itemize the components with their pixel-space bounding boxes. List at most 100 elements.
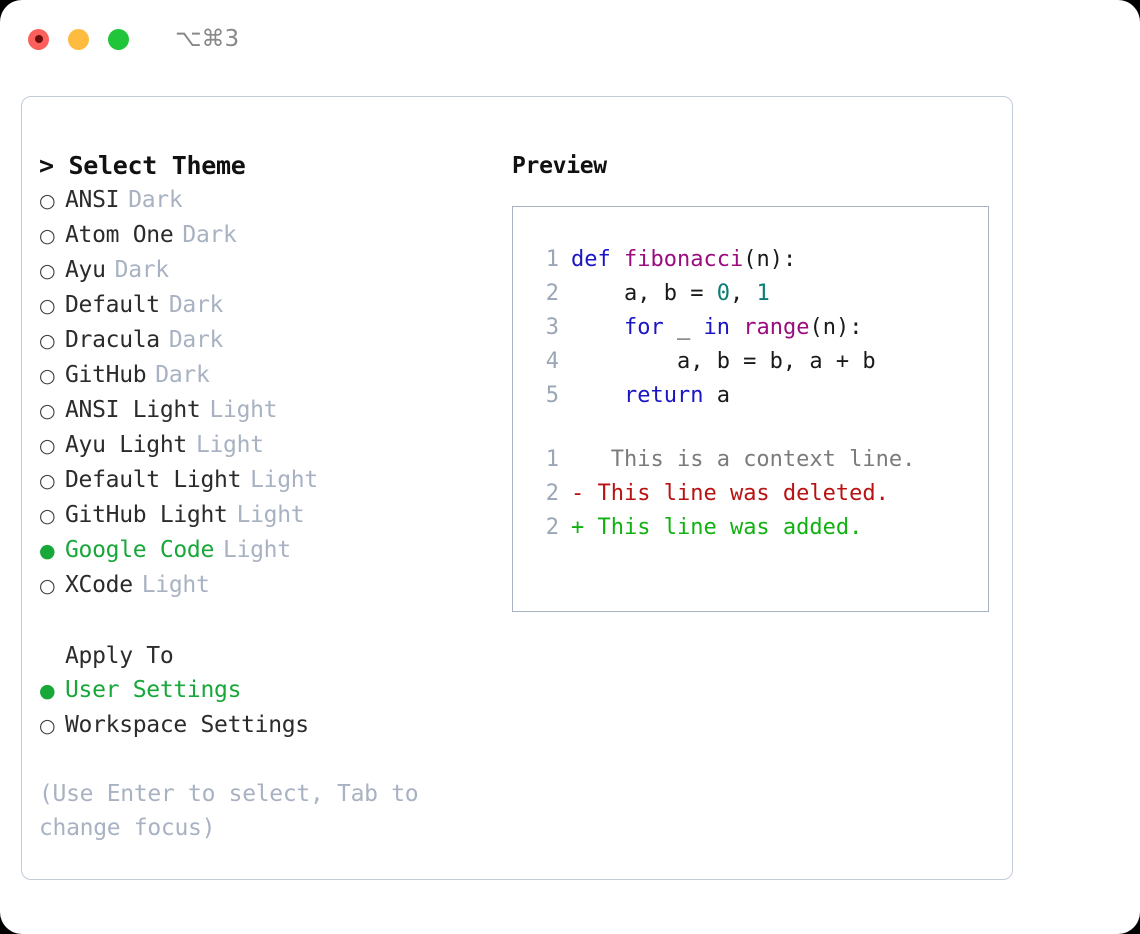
theme-name: Google Code bbox=[65, 537, 215, 563]
line-number: 2 bbox=[545, 515, 559, 540]
minimize-button-icon[interactable] bbox=[68, 28, 89, 50]
theme-name: ANSI bbox=[65, 187, 120, 213]
apply-to-option[interactable]: ○ Workspace Settings bbox=[39, 708, 492, 743]
preview-title: Preview bbox=[512, 153, 607, 179]
theme-variant-badge: Light bbox=[141, 572, 210, 598]
apply-to-list[interactable]: ●User Settings ○ Workspace Settings bbox=[39, 673, 492, 743]
theme-list-item[interactable]: ○ GitHub Dark bbox=[39, 358, 492, 393]
radio-unselected-icon: ○ bbox=[39, 435, 56, 457]
title-bar: ⌥⌘3 bbox=[0, 0, 1140, 78]
diff-text: This is a context line. bbox=[584, 447, 916, 472]
theme-variant-badge: Light bbox=[195, 432, 264, 458]
page-title: > Select Theme bbox=[39, 151, 246, 180]
radio-unselected-icon: ○ bbox=[39, 295, 56, 317]
code-token-pl bbox=[611, 247, 624, 272]
diff-line: 2 + This line was added. bbox=[525, 511, 988, 545]
code-line-content: def fibonacci(n): bbox=[571, 243, 796, 277]
code-token-pl bbox=[730, 315, 743, 340]
theme-list-item[interactable]: ○ Ayu Light Light bbox=[39, 428, 492, 463]
theme-name: Ayu Light bbox=[65, 432, 187, 458]
code-token-pl: (n): bbox=[809, 315, 863, 340]
maximize-button-icon[interactable] bbox=[108, 28, 129, 50]
diff-line: 1 This is a context line. bbox=[525, 443, 988, 477]
code-token-num: 0 bbox=[716, 281, 730, 306]
diff-sign bbox=[571, 443, 584, 477]
radio-unselected-icon: ○ bbox=[39, 470, 56, 492]
code-line-content: a, b = b, a + b bbox=[571, 345, 876, 379]
code-token-pl: (n): bbox=[743, 247, 797, 272]
keyboard-shortcut-label: ⌥⌘3 bbox=[175, 25, 240, 52]
theme-name: Dracula bbox=[65, 327, 160, 353]
code-token-pl bbox=[571, 315, 624, 340]
diff-text: This line was added. bbox=[584, 515, 863, 540]
line-number: 1 bbox=[545, 447, 559, 472]
code-token-num: 1 bbox=[756, 281, 770, 306]
radio-unselected-icon: ○ bbox=[39, 505, 56, 527]
theme-variant-badge: Dark bbox=[155, 362, 210, 388]
line-number: 3 bbox=[545, 315, 559, 340]
theme-variant-badge: Dark bbox=[182, 222, 237, 248]
code-token-kw: return bbox=[623, 383, 704, 408]
theme-variant-badge: Dark bbox=[168, 327, 224, 353]
code-token-pl: a, b = bbox=[571, 281, 717, 306]
theme-name: Atom One bbox=[65, 222, 174, 248]
radio-unselected-icon: ○ bbox=[39, 715, 56, 737]
radio-unselected-icon: ○ bbox=[39, 190, 56, 212]
theme-name: Default Light bbox=[65, 467, 242, 493]
line-number: 2 bbox=[545, 481, 559, 506]
theme-list-item[interactable]: ○ ANSI Dark bbox=[39, 183, 492, 218]
code-token-kw: for bbox=[623, 315, 664, 340]
apply-to-label: Workspace Settings bbox=[65, 712, 309, 738]
theme-list-item[interactable]: ○ GitHub Light Light bbox=[39, 498, 492, 533]
diff-sign: + bbox=[571, 515, 585, 540]
apply-to-heading: Apply To bbox=[65, 643, 174, 669]
radio-unselected-icon: ○ bbox=[39, 575, 56, 597]
radio-unselected-icon: ○ bbox=[39, 400, 56, 422]
theme-name: GitHub Light bbox=[65, 502, 228, 528]
radio-unselected-icon: ○ bbox=[39, 260, 56, 282]
theme-variant-badge: Dark bbox=[168, 292, 224, 318]
line-number: 5 bbox=[545, 383, 559, 408]
theme-variant-badge: Light bbox=[223, 537, 291, 563]
theme-name: GitHub bbox=[65, 362, 147, 388]
code-token-fn: range bbox=[743, 315, 810, 340]
line-number: 2 bbox=[545, 281, 559, 306]
theme-list-item[interactable]: ○ Default Dark bbox=[39, 288, 492, 323]
theme-variant-badge: Dark bbox=[128, 187, 183, 213]
radio-unselected-icon: ○ bbox=[39, 365, 56, 387]
code-line: 2 a, b = 0, 1 bbox=[525, 277, 988, 311]
theme-name: Default bbox=[65, 292, 160, 318]
code-line: 5 return a bbox=[525, 379, 988, 413]
theme-list-item[interactable]: ○ Atom One Dark bbox=[39, 218, 492, 253]
code-token-pl: , bbox=[729, 281, 757, 306]
line-number: 1 bbox=[545, 247, 559, 272]
code-token-pl bbox=[571, 383, 624, 408]
radio-unselected-icon: ○ bbox=[39, 225, 56, 247]
diff-line: 2- This line was deleted. bbox=[525, 477, 988, 511]
theme-variant-badge: Light bbox=[209, 397, 278, 423]
apply-to-option[interactable]: ●User Settings bbox=[39, 673, 492, 708]
theme-list-item[interactable]: ○ Default Light Light bbox=[39, 463, 492, 498]
close-button-icon[interactable] bbox=[28, 28, 49, 50]
theme-variant-badge: Light bbox=[236, 502, 305, 528]
theme-variant-badge: Light bbox=[250, 467, 318, 493]
line-number: 4 bbox=[545, 349, 559, 374]
keyboard-hint-text: (Use Enter to select, Tab to change focu… bbox=[39, 781, 419, 841]
code-line: 4 a, b = b, a + b bbox=[525, 345, 988, 379]
code-line-content: return a bbox=[571, 379, 730, 413]
theme-name: Ayu bbox=[65, 257, 106, 283]
apply-to-label: User Settings bbox=[65, 677, 242, 703]
code-token-pl: _ bbox=[663, 315, 704, 340]
code-line-content: a, b = 0, 1 bbox=[571, 277, 770, 311]
theme-name: ANSI Light bbox=[65, 397, 201, 423]
theme-list-item[interactable]: ○ ANSI Light Light bbox=[39, 393, 492, 428]
code-token-kw: def bbox=[571, 247, 611, 272]
